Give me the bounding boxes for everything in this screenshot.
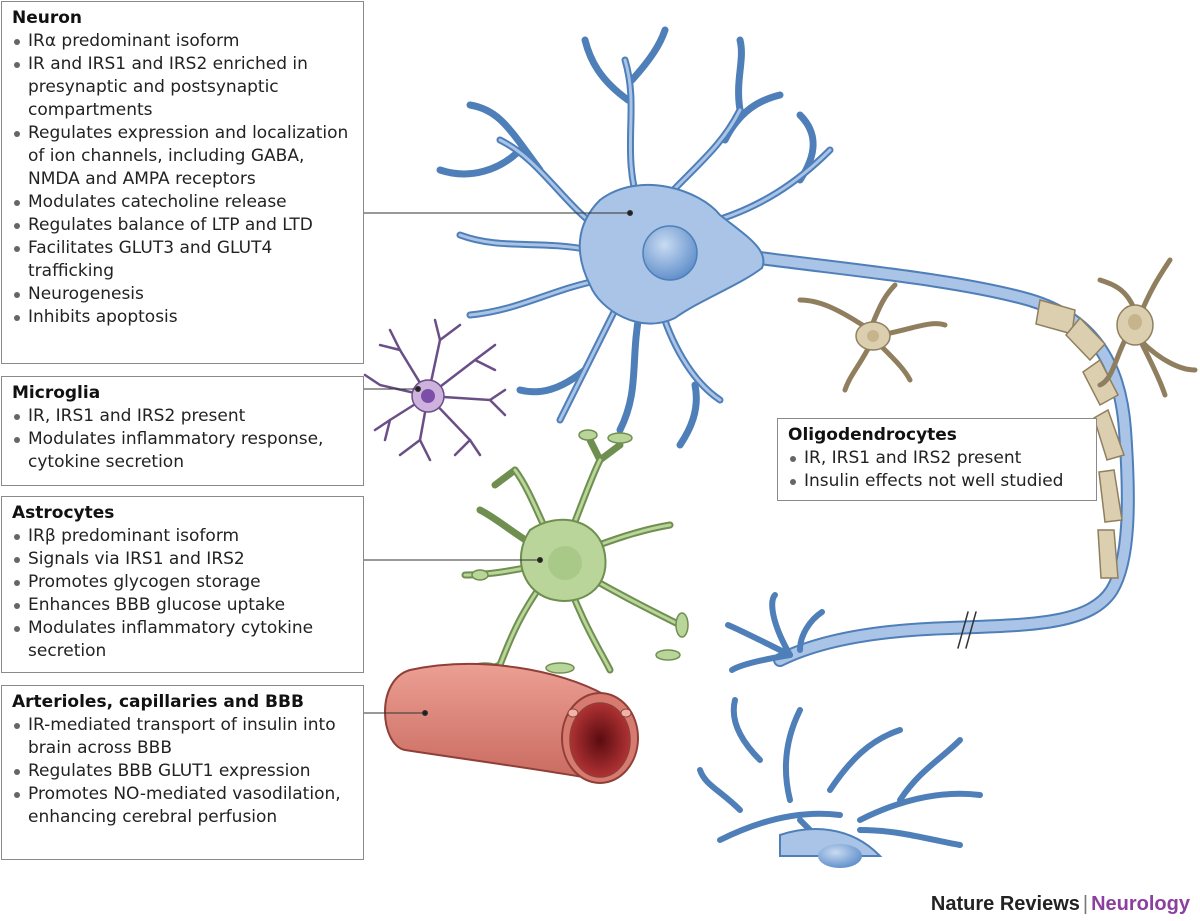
bbb-panel: Arterioles, capillaries and BBB IR-media… (1, 685, 364, 860)
oligodendrocyte-cell-2 (797, 282, 948, 393)
astrocytes-item: IRβ predominant isoform (12, 525, 353, 548)
microglia-cell (363, 318, 507, 462)
microglia-item: Modulates inflammatory response, cytokin… (12, 428, 353, 474)
neuron-nucleus (642, 225, 698, 281)
journal-credit: Nature Reviews|Neurology (931, 893, 1190, 916)
microglia-title: Microglia (12, 383, 101, 403)
neuron-item: Regulates balance of LTP and LTD (12, 214, 353, 237)
neuron-item: IRα predominant isoform (12, 30, 353, 53)
bbb-item: Regulates BBB GLUT1 expression (12, 760, 353, 783)
lower-neuron (697, 697, 983, 868)
bbb-item: IR-mediated transport of insulin into br… (12, 714, 353, 760)
journal-name: Nature Reviews (930, 893, 1080, 915)
oligodendrocyte-cell-1 (1097, 257, 1198, 398)
neuron-item: Modulates catecholine release (12, 191, 353, 214)
oligodendrocytes-panel: Oligodendrocytes IR, IRS1 and IRS2 prese… (777, 418, 1097, 501)
journal-subject: Neurology (1091, 893, 1190, 915)
microglia-panel: Microglia IR, IRS1 and IRS2 present Modu… (1, 376, 364, 486)
journal-separator: | (1082, 893, 1089, 915)
blood-vessel (384, 663, 639, 784)
neuron-item: IR and IRS1 and IRS2 enriched in presyna… (12, 53, 353, 122)
neuron-item: Regulates expression and localization of… (12, 122, 353, 191)
neuron-item: Neurogenesis (12, 283, 353, 306)
bbb-list: IR-mediated transport of insulin into br… (12, 714, 353, 829)
neuron-item: Facilitates GLUT3 and GLUT4 trafficking (12, 237, 353, 283)
neuron-list: IRα predominant isoform IR and IRS1 and … (12, 30, 353, 329)
astrocytes-item: Signals via IRS1 and IRS2 (12, 548, 353, 571)
oligodendrocytes-item: Insulin effects not well studied (788, 470, 1086, 493)
astrocytes-list: IRβ predominant isoform Signals via IRS1… (12, 525, 353, 663)
oligodendrocytes-list: IR, IRS1 and IRS2 present Insulin effect… (788, 447, 1086, 493)
oligodendrocytes-item: IR, IRS1 and IRS2 present (788, 447, 1086, 470)
microglia-list: IR, IRS1 and IRS2 present Modulates infl… (12, 405, 353, 474)
neuron-panel: Neuron IRα predominant isoform IR and IR… (1, 1, 364, 364)
astrocyte-cell (461, 429, 689, 676)
neuron-cell (436, 26, 1135, 673)
astrocytes-title: Astrocytes (12, 503, 115, 523)
microglia-item: IR, IRS1 and IRS2 present (12, 405, 353, 428)
neuron-item: Inhibits apoptosis (12, 306, 353, 329)
myelin-sheath (1035, 299, 1125, 579)
astrocytes-item: Promotes glycogen storage (12, 571, 353, 594)
astrocytes-item: Modulates inflammatory cytokine secretio… (12, 617, 353, 663)
neuron-title: Neuron (12, 8, 83, 28)
leader-lines (364, 210, 633, 716)
bbb-title: Arterioles, capillaries and BBB (12, 692, 304, 712)
astrocytes-panel: Astrocytes IRβ predominant isoform Signa… (1, 496, 364, 673)
bbb-item: Promotes NO-mediated vasodilation, enhan… (12, 783, 353, 829)
astrocytes-item: Enhances BBB glucose uptake (12, 594, 353, 617)
oligodendrocytes-title: Oligodendrocytes (788, 425, 957, 445)
